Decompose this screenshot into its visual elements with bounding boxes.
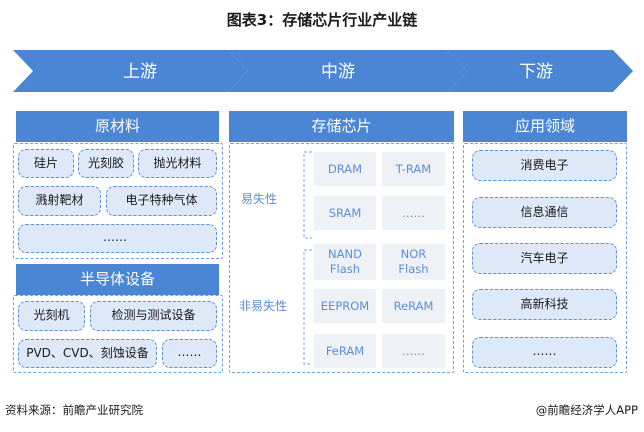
material-item: 光刻胶 [78, 149, 134, 178]
chip-nand-flash: NAND Flash [314, 244, 376, 280]
brand-credit: @前瞻经济学人APP [535, 403, 638, 417]
page-title: 图表3：存储芯片行业产业链 [226, 11, 418, 29]
storage-chip-header: 存储芯片 [229, 111, 454, 142]
nonvolatile-bracket [303, 249, 312, 365]
source-note: 资料来源：前瞻产业研究院 [5, 403, 143, 417]
material-item: 电子特种气体 [106, 186, 217, 216]
materials-header: 原材料 [16, 111, 219, 142]
equipment-item: …… [162, 339, 217, 368]
downstream-arrow [447, 50, 633, 92]
downstream-label: 下游 [519, 62, 553, 82]
chip-eeprom: EEPROM [314, 289, 376, 323]
upstream-arrow [13, 50, 248, 92]
equipment-item: 光刻机 [18, 301, 85, 331]
upstream-label: 上游 [123, 62, 157, 82]
application-item: 消费电子 [472, 150, 617, 181]
material-item: …… [18, 224, 217, 253]
midstream-label: 中游 [321, 62, 355, 82]
application-item: 高新科技 [472, 289, 617, 320]
equipment-item: PVD、CVD、刻蚀设备 [18, 339, 157, 368]
volatile-bracket [303, 151, 312, 239]
application-item: 信息通信 [472, 197, 617, 228]
application-header: 应用领域 [463, 111, 627, 142]
chip-tram: T-RAM [382, 152, 445, 186]
material-item: 溅射靶材 [18, 186, 101, 216]
equipment-header: 半导体设备 [16, 264, 219, 295]
chip-sram: SRAM [314, 196, 376, 230]
application-item: 汽车电子 [472, 243, 617, 274]
chip-volatile-more: …… [382, 196, 445, 230]
chain-arrows [13, 50, 633, 92]
material-item: 抛光材料 [138, 149, 217, 178]
application-item: …… [472, 337, 617, 368]
equipment-item: 检测与测试设备 [90, 301, 217, 331]
chip-nor-flash: NOR Flash [382, 244, 445, 280]
chip-nonvolatile-more: …… [382, 334, 445, 368]
material-item: 硅片 [18, 149, 74, 178]
nonvolatile-label: 非易失性 [239, 299, 288, 313]
chip-reram: ReRAM [382, 289, 445, 323]
chip-feram: FeRAM [314, 334, 376, 368]
volatile-label: 易失性 [241, 192, 278, 206]
chip-dram: DRAM [314, 152, 376, 186]
midstream-arrow [228, 50, 467, 92]
